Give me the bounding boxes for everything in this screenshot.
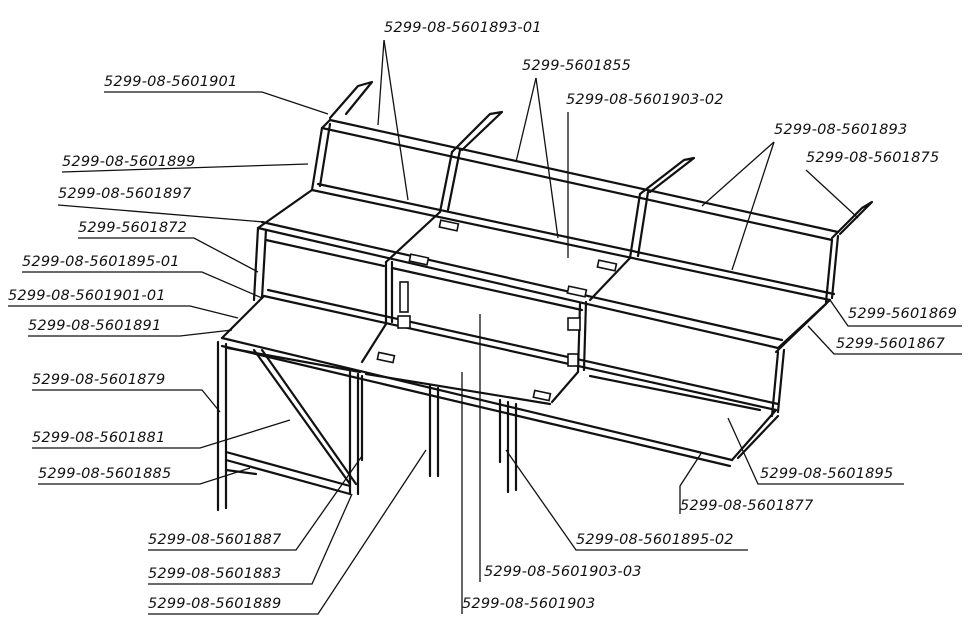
callout-label: 5299-5601872 [78,220,188,236]
callout-label: 5299-08-5601887 [148,532,282,548]
callout-label: 5299-08-5601889 [148,596,282,612]
callout-label: 5299-08-5601897 [58,186,192,202]
callout-label: 5299-08-5601895 [760,466,894,482]
callout-label: 5299-08-5601875 [806,150,940,166]
callout-label: 5299-08-5601895-01 [22,254,180,270]
callout-label: 5299-08-5601879 [32,372,166,388]
callout-label: 5299-08-5601893 [774,122,908,138]
callout-label: 5299-08-5601885 [38,466,172,482]
callout-label: 5299-08-5601893-01 [384,20,542,36]
callout-label: 5299-08-5601883 [148,566,282,582]
callout-label: 5299-08-5601901 [104,74,238,90]
callout-label: 5299-08-5601895-02 [576,532,734,548]
callout-label: 5299-5601867 [836,336,946,352]
callout-label: 5299-5601855 [522,58,632,74]
callout-label: 5299-08-5601903 [462,596,596,612]
callout-label: 5299-08-5601881 [32,430,166,446]
callout-label: 5299-08-5601903-02 [566,92,724,108]
callout-label: 5299-08-5601901-01 [8,288,166,304]
callout-label: 5299-08-5601891 [28,318,162,334]
callout-label: 5299-08-5601899 [62,154,196,170]
callout-label: 5299-08-5601877 [680,498,814,514]
callout-label: 5299-5601869 [848,306,958,322]
callout-label: 5299-08-5601903-03 [484,564,642,580]
